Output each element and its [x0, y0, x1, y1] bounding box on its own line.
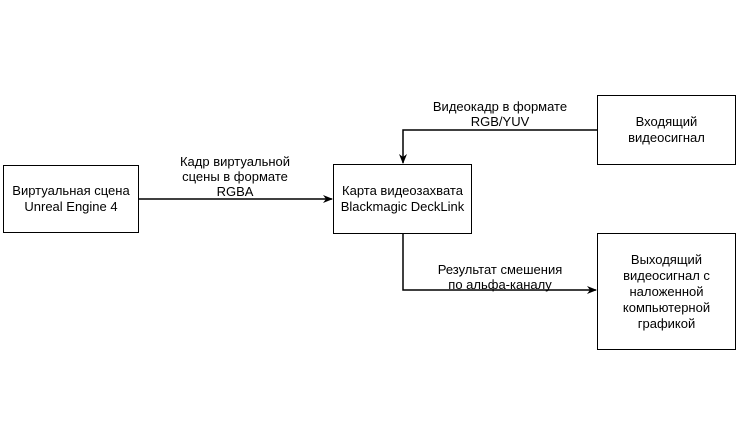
edge-input-to-card: [399, 129, 597, 164]
node-input-signal: Входящий видеосигнал: [597, 95, 736, 165]
node-capture-card-label: Карта видеозахвата Blackmagic DeckLink: [340, 183, 465, 214]
edge-card-to-output: [402, 233, 597, 294]
node-output-signal: Выходящий видеосигнал с наложенной компь…: [597, 233, 736, 350]
node-output-signal-label: Выходящий видеосигнал с наложенной компь…: [622, 251, 711, 331]
node-input-signal-label: Входящий видеосигнал: [628, 114, 705, 145]
edge-input-to-card-label: Видеокадр в формате RGB/YUV: [432, 99, 568, 129]
node-virtual-scene-label: Виртуальная сцена Unreal Engine 4: [12, 183, 130, 214]
edge-card-to-output-label: Результат смешения по альфа-каналу: [437, 262, 563, 292]
edge-scene-to-card-label: Кадр виртуальной сцены в формате RGBA: [179, 154, 291, 199]
node-capture-card: Карта видеозахвата Blackmagic DeckLink: [333, 164, 472, 234]
node-virtual-scene: Виртуальная сцена Unreal Engine 4: [3, 165, 139, 233]
